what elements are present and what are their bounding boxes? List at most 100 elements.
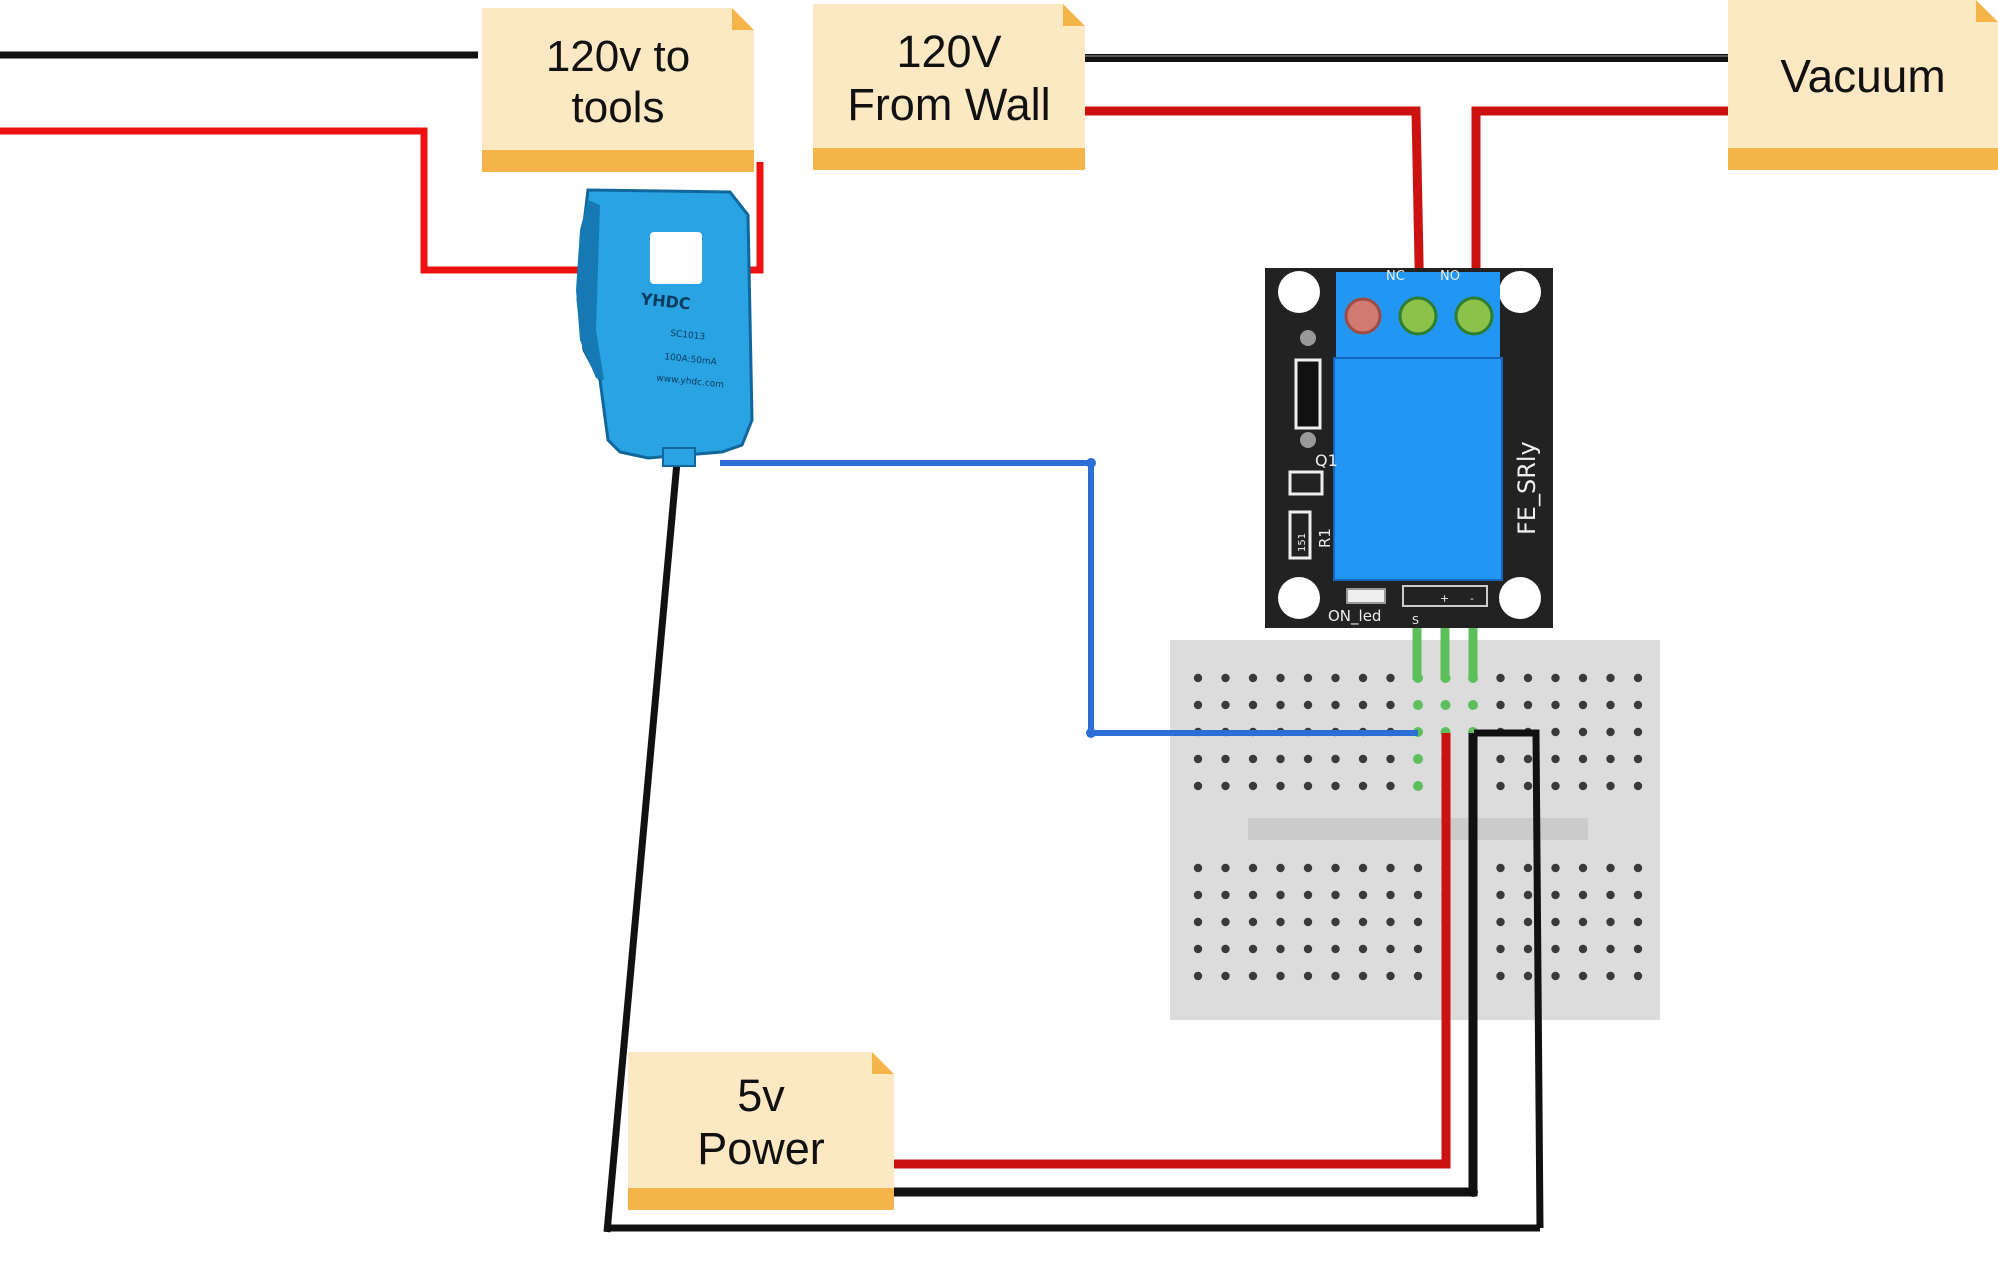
breadboard-hole: [1606, 971, 1615, 981]
breadboard-hole: [1413, 944, 1423, 954]
breadboard-hole: [1633, 754, 1643, 764]
breadboard-hole: [1221, 781, 1230, 791]
breadboard-hole: [1523, 781, 1533, 791]
mount-hole: [1499, 271, 1541, 313]
breadboard-hole: [1496, 917, 1505, 927]
wire-joint: [1468, 1187, 1478, 1197]
diode-pad: [1300, 432, 1316, 448]
breadboard-hole: [1496, 863, 1505, 873]
breadboard-hole-active: [1413, 754, 1423, 764]
breadboard-hole: [1276, 917, 1285, 927]
note-120v-from-wall: 120V From Wall: [813, 4, 1085, 170]
breadboard-hole: [1551, 700, 1560, 710]
breadboard-hole: [1606, 673, 1615, 683]
tools-red-wire: [0, 127, 764, 274]
breadboard-hole: [1386, 890, 1395, 900]
diode-pad: [1300, 330, 1316, 346]
breadboard-hole: [1496, 754, 1505, 764]
breadboard-hole: [1578, 890, 1588, 900]
breadboard-hole: [1606, 700, 1615, 710]
relay-led-label: ON_led: [1328, 607, 1381, 626]
breadboard-hole: [1358, 890, 1368, 900]
current-sensor: YHDC SC1013 100A:50mA www.yhdc.com: [576, 188, 754, 467]
breadboard-hole: [1331, 700, 1340, 710]
breadboard-hole: [1221, 673, 1230, 683]
wire-joint: [1086, 458, 1096, 468]
breadboard-hole: [1496, 781, 1505, 791]
relay-no-label: NO: [1440, 269, 1460, 284]
breadboard-hole: [1606, 890, 1615, 900]
breadboard-hole: [1193, 890, 1203, 900]
breadboard-hole: [1303, 944, 1313, 954]
breadboard-hole: [1551, 917, 1560, 927]
breadboard-hole: [1633, 971, 1643, 981]
breadboard-hole: [1606, 863, 1615, 873]
breadboard-hole-active: [1468, 700, 1478, 710]
breadboard-hole: [1578, 700, 1588, 710]
breadboard-hole: [1386, 673, 1395, 683]
breadboard-hole: [1331, 971, 1340, 981]
breadboard-holes: [1193, 673, 1643, 981]
breadboard-hole: [1248, 863, 1258, 873]
breadboard-hole: [1523, 971, 1533, 981]
breadboard-hole: [1358, 863, 1368, 873]
breadboard-hole: [1276, 890, 1285, 900]
terminal-screw-com: [1344, 297, 1382, 335]
breadboard-hole: [1606, 944, 1615, 954]
relay-q1-label: Q1: [1315, 451, 1338, 470]
breadboard-hole: [1303, 781, 1313, 791]
relay-pin-s-label: S: [1412, 614, 1419, 627]
breadboard-hole: [1331, 944, 1340, 954]
breadboard-hole: [1496, 971, 1505, 981]
sensor-signal-wire: [720, 460, 1418, 736]
breadboard-hole: [1248, 944, 1258, 954]
terminal-screw-no: [1454, 296, 1494, 336]
wire-joint: [1086, 728, 1096, 738]
breadboard-hole: [1193, 781, 1203, 791]
breadboard-hole: [1606, 727, 1615, 737]
relay-pin-plus-label: +: [1440, 592, 1449, 605]
breadboard-hole: [1193, 944, 1203, 954]
breadboard-hole: [1193, 673, 1203, 683]
breadboard-hole: [1386, 754, 1395, 764]
breadboard-hole: [1496, 700, 1505, 710]
current-sensor-model: SC1013: [670, 329, 706, 343]
breadboard-hole: [1358, 971, 1368, 981]
breadboard-hole: [1276, 863, 1285, 873]
breadboard-hole-active: [1440, 700, 1451, 710]
breadboard-hole: [1221, 754, 1230, 764]
current-sensor-shadow: [576, 200, 604, 380]
breadboard-hole: [1248, 673, 1258, 683]
breadboard-hole: [1248, 971, 1258, 981]
current-sensor-body: [576, 188, 754, 460]
wall-red-wire-to-nc: [1085, 106, 1425, 313]
note-text: Vacuum: [1780, 50, 1946, 103]
breadboard-hole: [1303, 863, 1313, 873]
relay-r1-value: 151: [1297, 533, 1308, 552]
power-red-wire: [893, 733, 1451, 1169]
breadboard-hole: [1193, 700, 1203, 710]
breadboard-hole: [1413, 890, 1423, 900]
relay-body: [1333, 357, 1503, 581]
breadboard-hole: [1523, 890, 1533, 900]
breadboard-hole: [1331, 863, 1340, 873]
note-5v-power: 5v Power: [628, 1052, 894, 1210]
breadboard-hole: [1221, 890, 1230, 900]
pin-header: [1402, 585, 1488, 607]
breadboard-hole: [1193, 971, 1203, 981]
breadboard-hole: [1221, 863, 1230, 873]
breadboard-hole: [1523, 863, 1533, 873]
note-fold: [1063, 4, 1085, 26]
breadboard-hole: [1633, 917, 1643, 927]
breadboard-hole: [1413, 917, 1423, 927]
note-text: 5v Power: [697, 1070, 825, 1174]
breadboard-hole: [1386, 917, 1395, 927]
breadboard-hole: [1331, 890, 1340, 900]
breadboard-hole: [1551, 863, 1560, 873]
note-stripe: [628, 1188, 894, 1210]
breadboard-hole: [1578, 727, 1588, 737]
transistor-q1: [1288, 470, 1324, 496]
breadboard-hole: [1276, 673, 1285, 683]
breadboard-hole: [1331, 673, 1340, 683]
